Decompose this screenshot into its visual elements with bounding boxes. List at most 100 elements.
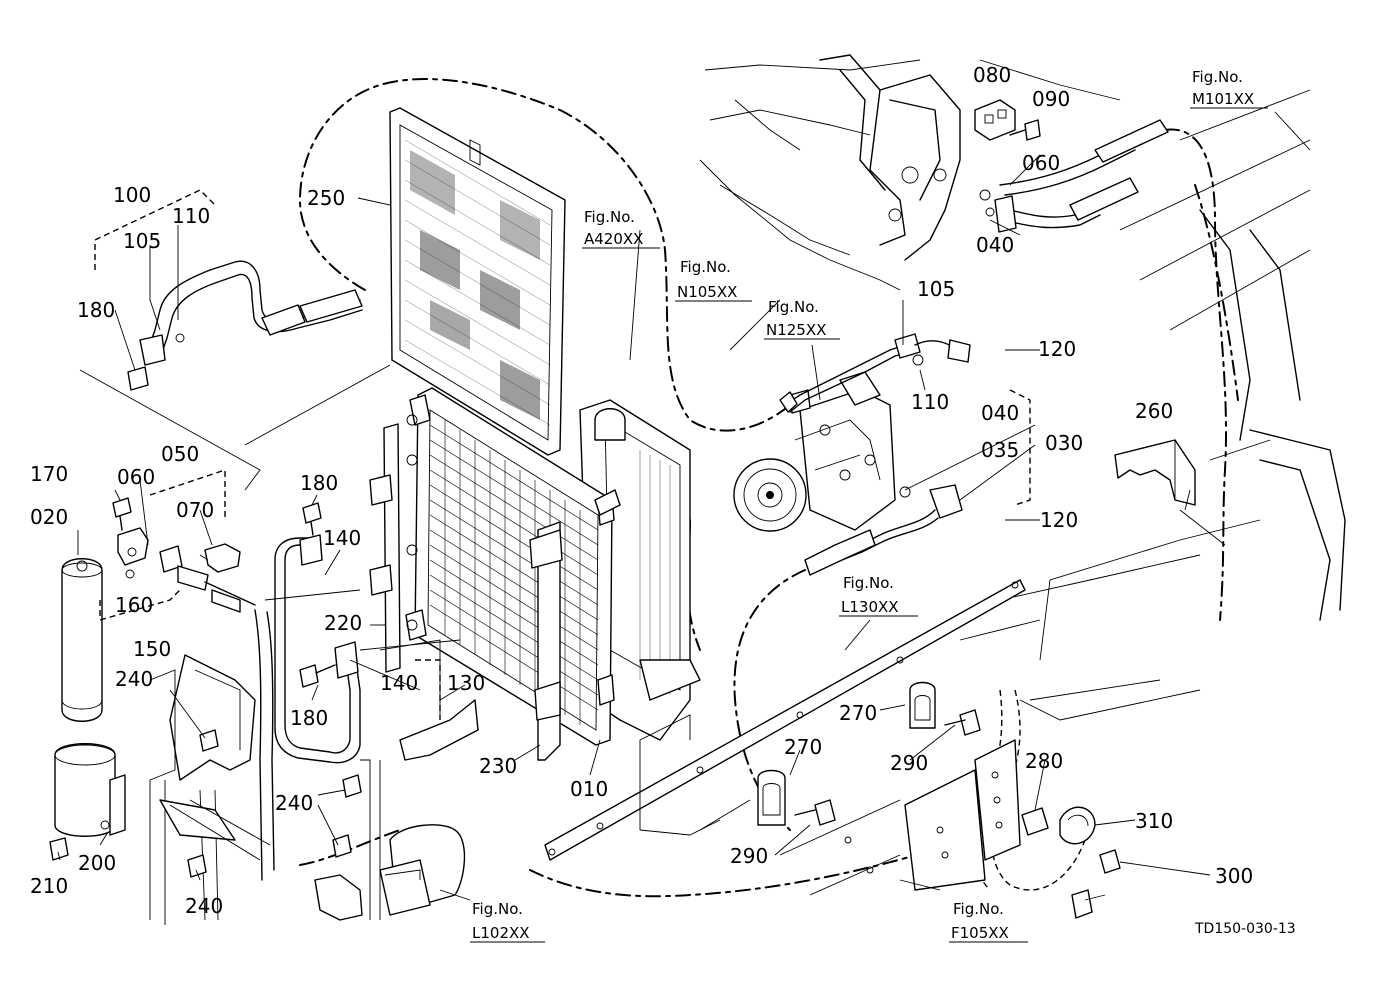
svg-text:F105XX: F105XX: [951, 924, 1009, 942]
callout-035[interactable]: 035: [981, 438, 1019, 462]
callout-070[interactable]: 070: [176, 498, 214, 522]
bolt-240-b: [342, 774, 362, 798]
callout-280[interactable]: 280: [1025, 749, 1063, 773]
callout-160[interactable]: 160: [115, 593, 153, 617]
bolt-090: [1009, 119, 1041, 141]
callout-250[interactable]: 250: [307, 186, 345, 210]
blower-unit-l102: [314, 759, 466, 921]
group-brackets: [79, 189, 1031, 720]
callout-240-c[interactable]: 240: [185, 894, 223, 918]
condenser-core: [405, 387, 621, 746]
callout-140-top[interactable]: 140: [323, 526, 361, 550]
figref-l130[interactable]: Fig.No. L130XX: [839, 574, 918, 617]
callout-120-top[interactable]: 120: [1038, 337, 1076, 361]
callout-260[interactable]: 260: [1135, 399, 1173, 423]
figref-l102[interactable]: Fig.No. L102XX: [470, 900, 545, 943]
callout-240-b[interactable]: 240: [275, 791, 313, 815]
clamp-080: [974, 99, 1016, 141]
callout-180-top[interactable]: 180: [77, 298, 115, 322]
clip-280: [1021, 807, 1049, 836]
bolt-180-low: [299, 664, 336, 688]
clamp-270-lower: [757, 769, 786, 826]
callout-290-lower[interactable]: 290: [730, 844, 768, 868]
figref-f105[interactable]: Fig.No. F105XX: [949, 900, 1028, 943]
callout-110-right[interactable]: 110: [911, 390, 949, 414]
figref-n125[interactable]: Fig.No. N125XX: [764, 298, 840, 340]
clamp-270-upper: [909, 681, 936, 729]
callout-040-top[interactable]: 040: [976, 233, 1014, 257]
bolt-240-d: [187, 854, 207, 878]
left-bracket-stay: [149, 609, 275, 925]
bolt-240-a: [199, 729, 219, 752]
condenser-screen: [389, 107, 566, 456]
callout-110-left[interactable]: 110: [172, 204, 210, 228]
pressure-switch-070: [199, 543, 241, 573]
leader-lines: [57, 111, 1311, 901]
svg-text:Fig.No.: Fig.No.: [953, 900, 1004, 918]
svg-text:Fig.No.: Fig.No.: [680, 258, 731, 276]
callout-105-right[interactable]: 105: [917, 277, 955, 301]
callout-090[interactable]: 090: [1032, 87, 1070, 111]
callout-180-low[interactable]: 180: [290, 706, 328, 730]
bolt-300: [1071, 849, 1121, 919]
callout-100[interactable]: 100: [113, 183, 151, 207]
svg-text:L130XX: L130XX: [841, 598, 899, 616]
drier-band-200: [54, 743, 126, 837]
figref-a420[interactable]: Fig.No. A420XX: [582, 208, 660, 249]
svg-text:M101XX: M101XX: [1192, 90, 1254, 108]
callout-310[interactable]: 310: [1135, 809, 1173, 833]
callout-120-bottom[interactable]: 120: [1040, 508, 1078, 532]
block-fitting-left: [117, 527, 149, 579]
callout-300[interactable]: 300: [1215, 864, 1253, 888]
bolt-290-upper: [944, 709, 981, 736]
callout-290-upper[interactable]: 290: [890, 751, 928, 775]
callout-150[interactable]: 150: [133, 637, 171, 661]
callout-080[interactable]: 080: [973, 63, 1011, 87]
callout-040-right[interactable]: 040: [981, 401, 1019, 425]
cable-140: [274, 534, 361, 764]
callout-105-left[interactable]: 105: [123, 229, 161, 253]
callout-010[interactable]: 010: [570, 777, 608, 801]
callout-240-a[interactable]: 240: [115, 667, 153, 691]
callout-220[interactable]: 220: [324, 611, 362, 635]
callout-270-lower[interactable]: 270: [784, 735, 822, 759]
bracket-230: [529, 521, 563, 761]
bolt-210: [49, 837, 69, 861]
bolt-180-mid: [302, 502, 322, 536]
callout-230[interactable]: 230: [479, 754, 517, 778]
bolt-240-c: [332, 834, 352, 858]
callout-030[interactable]: 030: [1045, 431, 1083, 455]
hose-105-left: [127, 260, 363, 391]
callout-060-top[interactable]: 060: [1022, 151, 1060, 175]
figref-n105[interactable]: Fig.No. N105XX: [675, 258, 752, 302]
callout-270-upper[interactable]: 270: [839, 701, 877, 725]
compressor-hoses: [779, 333, 971, 576]
compressor: [733, 371, 896, 532]
callout-210[interactable]: 210: [30, 874, 68, 898]
figref-m101[interactable]: Fig.No. M101XX: [1190, 68, 1268, 109]
callout-180-mid[interactable]: 180: [300, 471, 338, 495]
callout-050[interactable]: 050: [161, 442, 199, 466]
side-bracket-220: [369, 414, 418, 673]
fitting-060-left: [159, 545, 256, 613]
callout-140-bottom[interactable]: 140: [380, 671, 418, 695]
svg-text:Fig.No.: Fig.No.: [1192, 68, 1243, 86]
callout-170[interactable]: 170: [30, 462, 68, 486]
cab-frame-structure: [699, 54, 1346, 721]
bolt-290-lower: [794, 799, 836, 826]
bracket-130: [359, 639, 479, 761]
svg-text:Fig.No.: Fig.No.: [768, 298, 819, 316]
bottom-frame: [544, 579, 1026, 896]
svg-text:N125XX: N125XX: [766, 321, 826, 339]
svg-text:Fig.No.: Fig.No.: [843, 574, 894, 592]
drawing-code: TD150-030-13: [1194, 921, 1296, 937]
callout-130[interactable]: 130: [447, 671, 485, 695]
callout-060-left[interactable]: 060: [117, 465, 155, 489]
svg-text:Fig.No.: Fig.No.: [584, 208, 635, 226]
callout-200[interactable]: 200: [78, 851, 116, 875]
callout-020[interactable]: 020: [30, 505, 68, 529]
bolt-170: [112, 497, 132, 531]
upper-ac-lines: [979, 119, 1169, 233]
svg-text:A420XX: A420XX: [584, 230, 643, 248]
